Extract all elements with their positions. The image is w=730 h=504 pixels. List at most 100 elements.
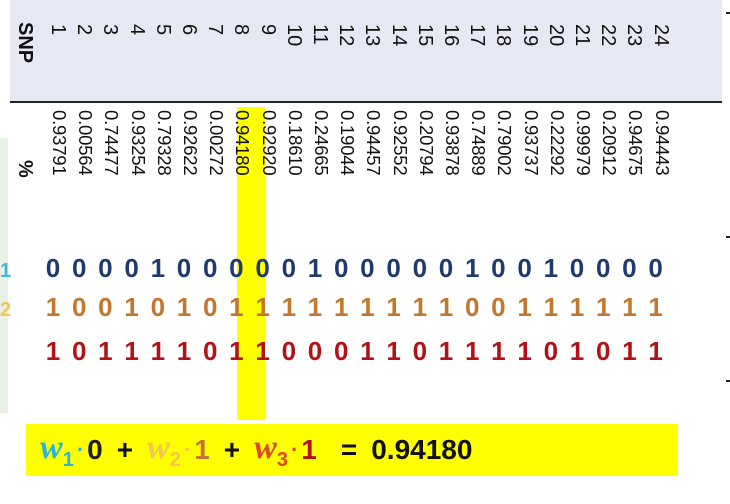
genotype-bit: 1	[176, 336, 192, 366]
multiply-dot: ·	[290, 437, 299, 462]
highlighted-column	[237, 107, 265, 420]
genotype-bit: 1	[360, 292, 375, 322]
row-label: 2	[0, 299, 12, 321]
genotype-bit: 1	[150, 253, 166, 283]
genotype-bit: 1	[176, 292, 192, 322]
genotype-bit: 0	[98, 292, 113, 322]
genotype-bit: 1	[45, 336, 61, 366]
genotype-bit: 0	[333, 253, 349, 283]
genotype-bit: 0	[543, 336, 559, 366]
genotype-bit: 0	[202, 336, 218, 366]
snp-number: 10	[282, 24, 305, 47]
multiply-dot: ·	[76, 437, 85, 462]
genotype-bit: 0	[281, 336, 297, 366]
genotype-bit: 0	[202, 253, 218, 283]
weight-1: w1	[40, 428, 74, 471]
genotype-bit: 0	[71, 253, 87, 283]
snp-number: 23	[623, 24, 646, 47]
snp-percentage: 0.22292	[546, 110, 568, 176]
plus-sign: +	[223, 434, 241, 465]
genotype-bit: 1	[517, 336, 532, 366]
genotype-bit: 1	[45, 292, 61, 322]
genotype-bit: 0	[412, 253, 428, 283]
right-tick-mark	[726, 12, 730, 14]
snp-percentage: 0.20794	[415, 110, 437, 176]
snp-percentage: 0.93737	[520, 110, 542, 176]
genotype-bit: 0	[333, 336, 349, 366]
snp-percentage: 0.00272	[206, 110, 228, 176]
genotype-bit: 1	[229, 292, 244, 322]
genotype-bit: 1	[569, 292, 585, 322]
genotype-bit: 1	[517, 292, 532, 322]
genotype-bit: 0	[517, 253, 532, 283]
snp-percentage: 0.79328	[153, 110, 175, 176]
snp-percentage: 0.79002	[494, 110, 516, 176]
snp-number: 6	[178, 24, 200, 36]
value-1: 0	[87, 434, 103, 465]
genotype-bit: 0	[569, 253, 585, 283]
multiply-dot: ·	[183, 437, 192, 462]
snp-number: 14	[387, 24, 410, 47]
equals-sign: =	[340, 434, 358, 465]
genotype-bit: 1	[595, 292, 611, 322]
genotype-bit: 0	[124, 253, 139, 283]
snp-number: 13	[361, 24, 384, 47]
plus-sign: +	[116, 434, 134, 465]
snp-number: 16	[440, 24, 462, 47]
snp-number: 20	[544, 24, 567, 47]
genotype-bit: 1	[98, 336, 113, 366]
snp-number: 19	[518, 24, 541, 47]
genotype-bit: 1	[464, 253, 480, 283]
genotype-bit: 0	[45, 253, 61, 283]
genotype-bit: 1	[569, 336, 585, 366]
snp-percentage: 0.92920	[258, 110, 280, 176]
genotype-bit: 1	[386, 292, 401, 322]
genotype-bit: 0	[202, 292, 218, 322]
snp-percentage: 0.24665	[311, 110, 332, 176]
weight-3: w3	[254, 428, 288, 471]
snp-number: 9	[256, 24, 279, 36]
genotype-bit: 1	[229, 336, 244, 366]
snp-percentage: 0.20912	[599, 110, 621, 176]
genotype-bit: 1	[648, 336, 663, 366]
left-side-panel	[0, 138, 8, 413]
genotype-bit: 1	[124, 292, 139, 322]
header-band	[10, 0, 722, 102]
snp-percentage: 0.93254	[127, 110, 149, 176]
genotype-bit: 0	[71, 292, 87, 322]
genotype-bit: 0	[412, 336, 428, 366]
genotype-bit: 1	[307, 253, 323, 283]
snp-percentage: 0.92552	[389, 110, 411, 176]
snp-number: 21	[571, 24, 593, 47]
genotype-bit: 1	[255, 336, 270, 366]
right-tick-mark	[726, 236, 730, 238]
snp-number: 18	[492, 24, 515, 47]
value-3: 1	[301, 434, 317, 465]
genotype-bit: 1	[333, 292, 349, 322]
genotype-bit: 0	[622, 253, 637, 283]
genotype-bit: 1	[412, 292, 428, 322]
snp-number: 17	[466, 24, 489, 47]
genotype-bit: 0	[281, 253, 297, 283]
snp-number: 5	[151, 24, 174, 36]
genotype-bit: 0	[255, 253, 270, 283]
genotype-bit: 0	[491, 292, 506, 322]
snp-percentage: 0.92622	[180, 110, 201, 176]
snp-number: 15	[413, 24, 436, 47]
snp-percentage: 0.93791	[49, 110, 70, 176]
genotype-bit: 1	[386, 336, 401, 366]
value-2: 1	[194, 434, 210, 465]
genotype-bit: 1	[150, 336, 166, 366]
genotype-bit: 0	[176, 253, 192, 283]
genotype-bit: 1	[255, 292, 270, 322]
genotype-bit: 0	[648, 253, 663, 283]
genotype-bit: 1	[491, 336, 506, 366]
snp-percentage: 0.74889	[468, 110, 490, 176]
snp-percentage: 0.18610	[284, 110, 306, 176]
snp-number: 22	[597, 24, 620, 47]
genotype-bit: 1	[464, 336, 480, 366]
snp-number: 8	[230, 24, 253, 36]
genotype-bit: 0	[595, 336, 611, 366]
snp-number: 3	[99, 24, 122, 36]
header-divider	[10, 101, 722, 103]
